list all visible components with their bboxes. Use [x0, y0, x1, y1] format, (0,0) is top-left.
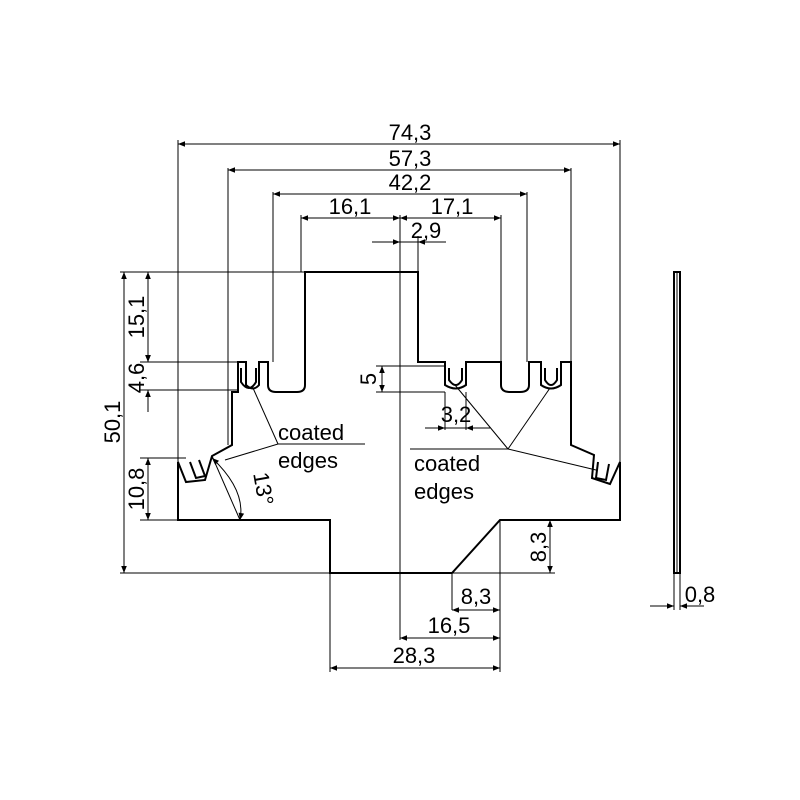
- note-left-line2: edges: [278, 448, 338, 473]
- slot-left-side: [189, 459, 207, 480]
- note-right-line2: edges: [414, 479, 474, 504]
- dim-top-height: 15,1: [124, 296, 149, 339]
- dim-thickness: 0,8: [685, 582, 716, 607]
- dim-offset: 2,9: [411, 218, 442, 243]
- slot-center: [448, 368, 463, 386]
- dim-chamfer-width: 8,3: [461, 584, 492, 609]
- dim-center-width: 42,2: [389, 170, 432, 195]
- dim-total-height: 50,1: [100, 401, 125, 444]
- slot-right-side: [594, 461, 610, 482]
- dim-left-to-center: 16,1: [329, 194, 372, 219]
- note-right-line1: coated: [414, 451, 480, 476]
- note-left-line1: coated: [278, 420, 344, 445]
- dim-angle: 13°: [248, 470, 278, 507]
- dim-overall-width: 74,3: [389, 120, 432, 145]
- dim-chamfer-height: 8,3: [526, 532, 551, 563]
- dim-bottom-center: 16,5: [428, 613, 471, 638]
- dim-slot-height: 4,6: [124, 363, 149, 394]
- slot-right-top: [544, 368, 558, 386]
- dim-slot-width: 3,2: [441, 402, 472, 427]
- dimension-lines: [121, 141, 704, 671]
- leader-lines: [224, 384, 597, 471]
- dim-side-height: 10,8: [124, 468, 149, 511]
- dim-center-to-right: 17,1: [431, 194, 474, 219]
- dim-slot-depth: 5: [356, 373, 381, 385]
- slot-left-top: [240, 368, 257, 389]
- dim-inner-width: 57,3: [389, 146, 432, 171]
- extension-lines: [120, 140, 681, 672]
- dim-bottom-width: 28,3: [393, 643, 436, 668]
- part-outline: [177, 271, 621, 574]
